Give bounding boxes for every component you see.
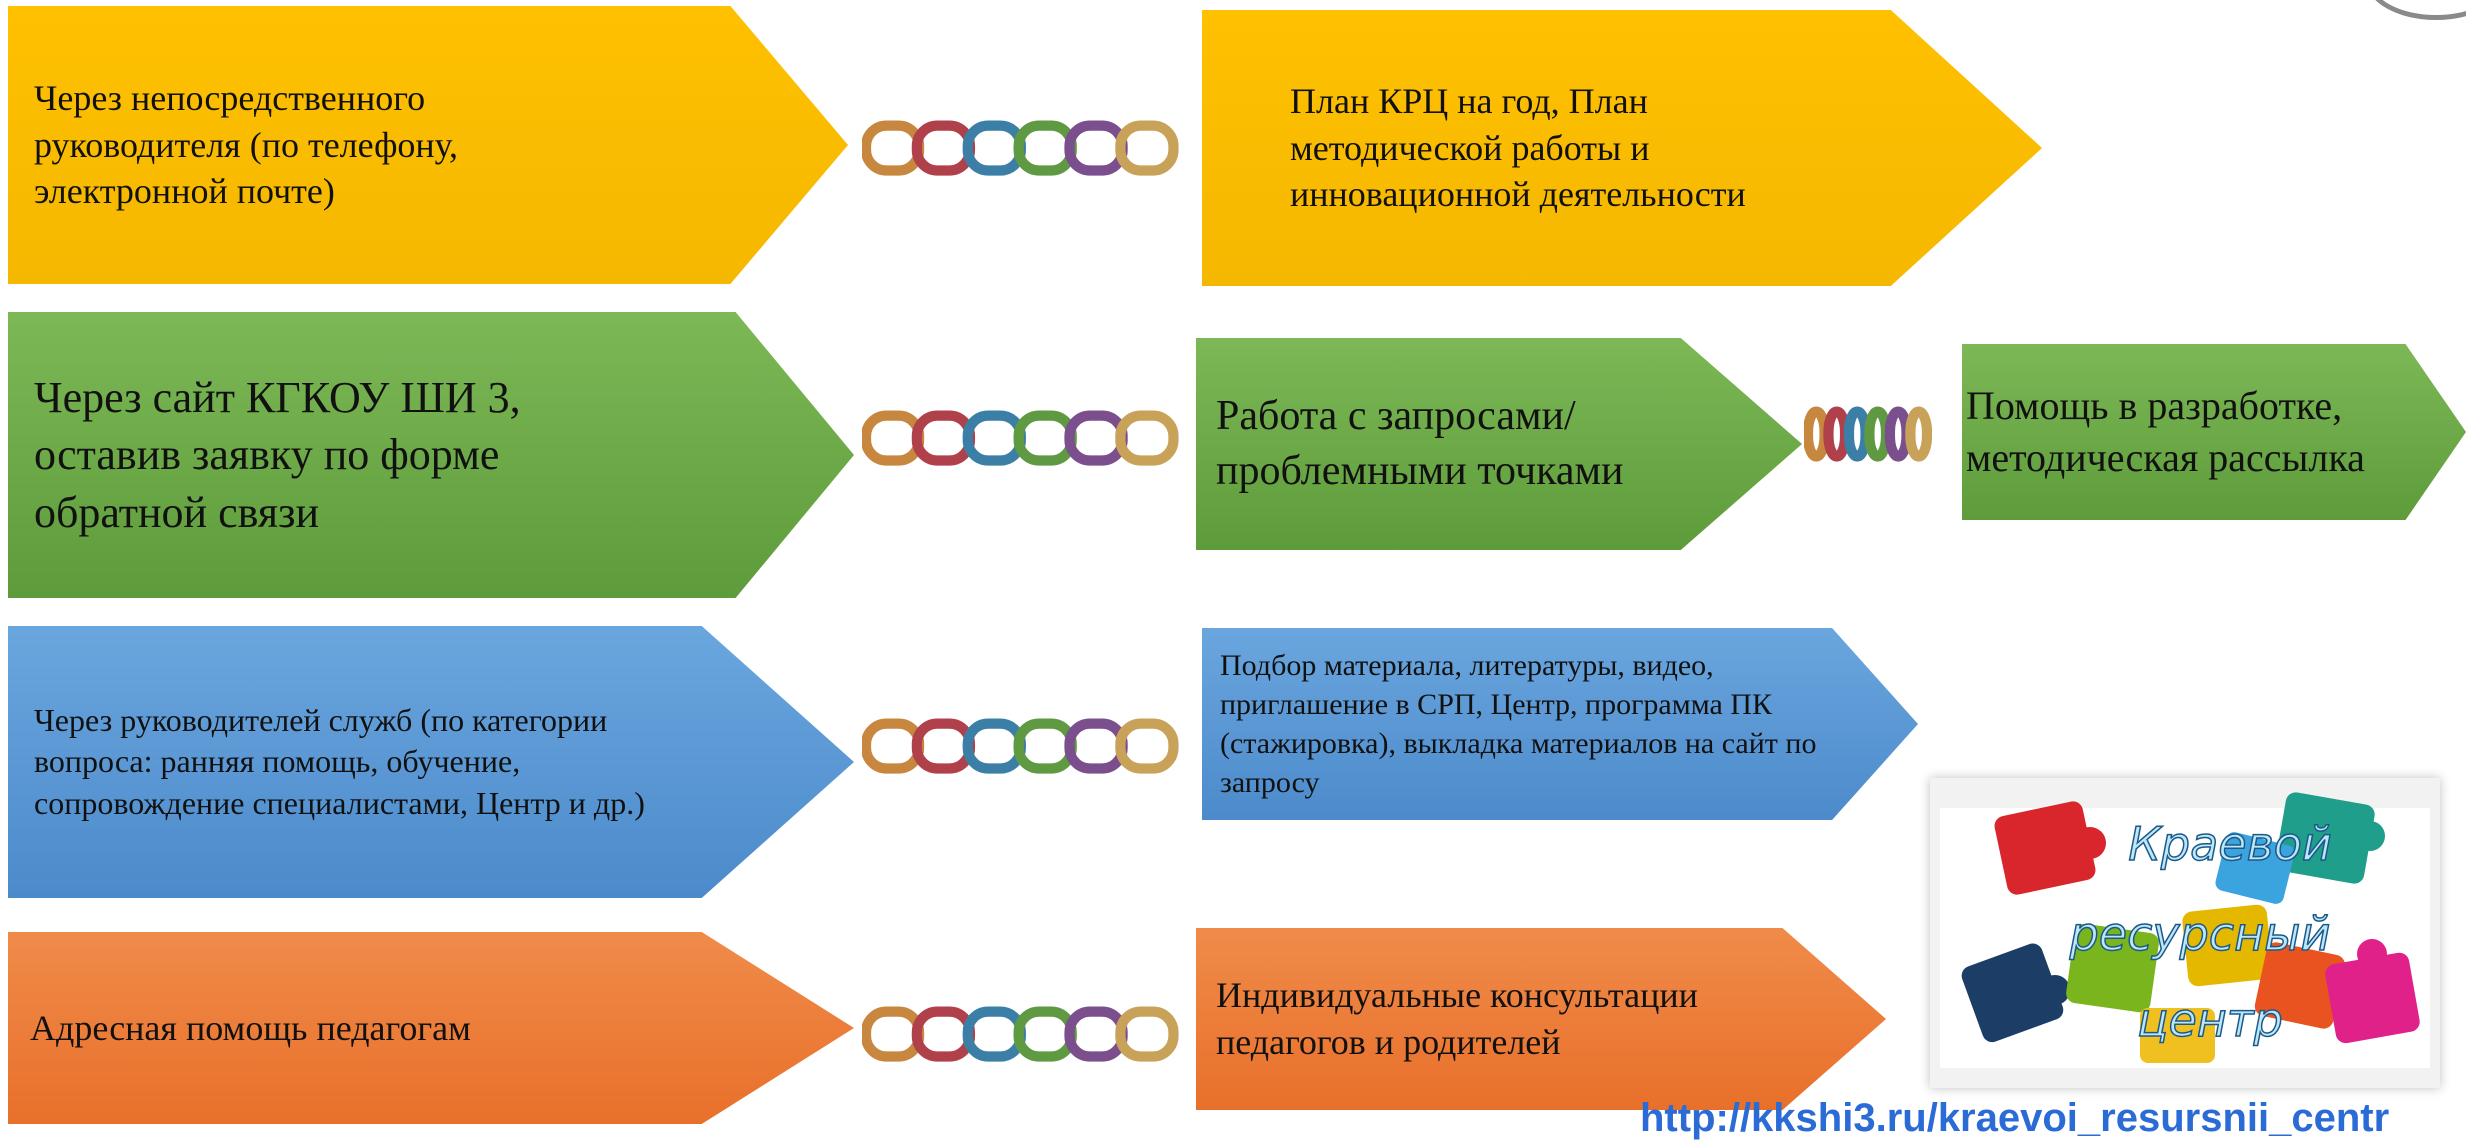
arrow-right-1-text: План КРЦ на год, План методической работ… xyxy=(1290,80,1746,215)
chain-link xyxy=(1013,410,1077,466)
site-link[interactable]: http://kkshi3.ru/kraevoi_resursnii_centr xyxy=(1640,1096,2390,1140)
chain-link xyxy=(1064,1006,1128,1062)
chain-link xyxy=(1115,120,1179,176)
arrow-extra-text: Помощь в разработке, методическая рассыл… xyxy=(1966,383,2365,480)
resource-center-image: Краевой ресурсный центр xyxy=(1930,778,2440,1088)
image-text-line1: Краевой xyxy=(2128,817,2332,871)
arrow-right-4-text: Индивидуальные консультации педагогов и … xyxy=(1216,975,1698,1062)
chain-link xyxy=(911,410,976,466)
arrow-left-3-text: Через руководителей служб (по категории … xyxy=(34,701,645,821)
chain-link xyxy=(911,120,976,176)
arrow-right-2-text: Работа с запросами/проблемными точками xyxy=(1216,393,1624,494)
arrow-left-3: Через руководителей служб (по категории … xyxy=(8,626,854,898)
image-text-line3: центр xyxy=(2137,993,2283,1047)
chain-link-icon-5 xyxy=(1804,406,1932,462)
chain-link xyxy=(862,410,925,466)
chain-link xyxy=(1115,1006,1179,1062)
arrow-right-2: Работа с запросами/проблемными точками xyxy=(1196,338,1802,550)
chain-link-icon-4 xyxy=(862,1006,1179,1062)
image-text-line2: ресурсный xyxy=(2069,907,2331,961)
chain-link xyxy=(1864,406,1892,462)
chain-link-icon-3 xyxy=(862,718,1179,774)
chain-link xyxy=(962,1006,1026,1062)
arrow-left-2: Через сайт КГКОУ ШИ 3, оставив заявку по… xyxy=(8,312,854,598)
chain-link xyxy=(1823,406,1851,462)
chain-link xyxy=(1905,406,1932,462)
chain-link-icon-2 xyxy=(862,410,1179,466)
arrow-right-3-text: Подбор материала, литературы, видео, при… xyxy=(1220,649,1817,799)
chain-link xyxy=(862,120,925,176)
chain-link xyxy=(862,1006,925,1062)
arrow-left-1: Через непосредственного руководителя (по… xyxy=(8,6,848,284)
arrow-left-4: Адресная помощь педагогам xyxy=(8,932,854,1124)
corner-ring-icon xyxy=(2366,0,2466,20)
chain-link xyxy=(1064,410,1128,466)
arrow-left-2-text: Через сайт КГКОУ ШИ 3, оставив заявку по… xyxy=(34,373,521,537)
chain-link xyxy=(911,718,976,774)
chain-link xyxy=(1013,1006,1077,1062)
chain-link xyxy=(1804,406,1830,462)
chain-link xyxy=(1013,718,1077,774)
chain-link xyxy=(962,410,1026,466)
chain-link xyxy=(911,1006,976,1062)
chain-link xyxy=(962,718,1026,774)
chain-link xyxy=(1064,718,1128,774)
arrow-right-4: Индивидуальные консультации педагогов и … xyxy=(1196,928,1886,1110)
puzzle-icon xyxy=(1961,792,2420,1063)
arrow-extra: Помощь в разработке, методическая рассыл… xyxy=(1962,344,2466,520)
chain-link-icon-1 xyxy=(862,120,1179,176)
chain-link xyxy=(1115,410,1179,466)
chain-link xyxy=(1843,406,1871,462)
chain-link xyxy=(1115,718,1179,774)
chain-link xyxy=(962,120,1026,176)
chain-link xyxy=(1013,120,1077,176)
arrow-left-4-text: Адресная помощь педагогам xyxy=(30,1007,471,1048)
arrow-right-3: Подбор материала, литературы, видео, при… xyxy=(1202,628,1918,820)
chain-link xyxy=(1884,406,1912,462)
arrow-left-1-text: Через непосредственного руководителя (по… xyxy=(34,77,459,212)
chain-link xyxy=(862,718,925,774)
chain-link xyxy=(1064,120,1128,176)
arrow-right-1: План КРЦ на год, План методической работ… xyxy=(1202,10,2042,286)
